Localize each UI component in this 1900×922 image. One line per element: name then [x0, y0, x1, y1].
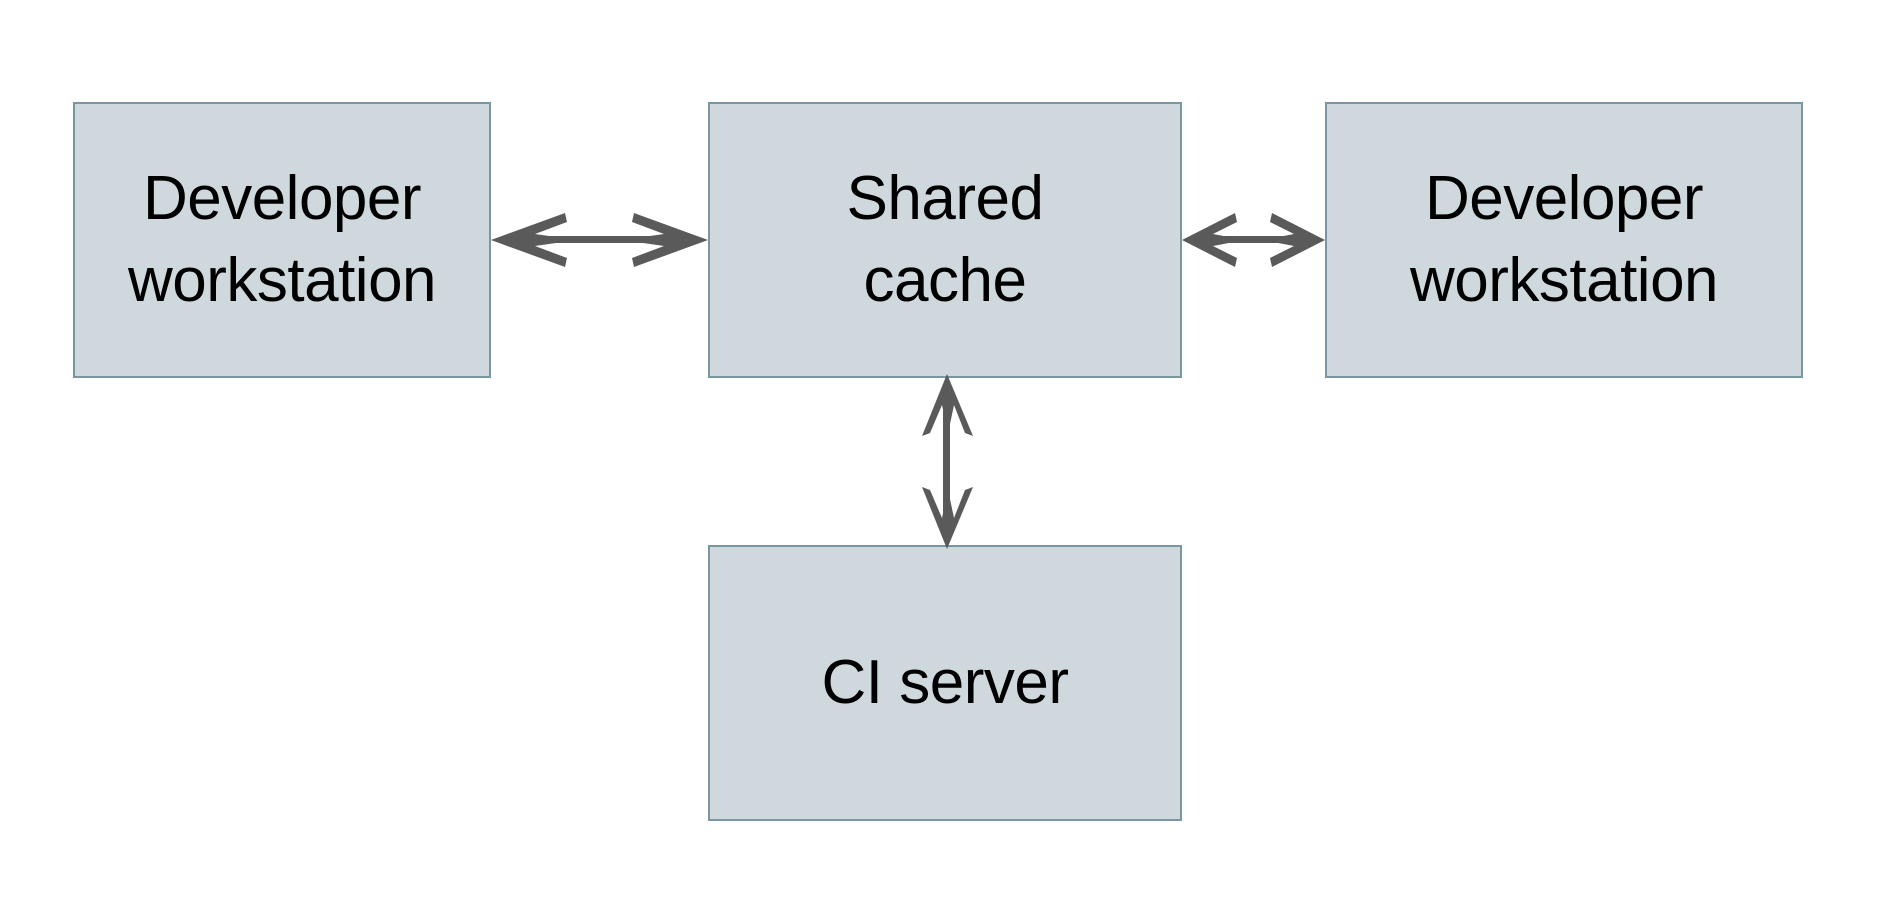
node-developer-workstation-right[interactable]: Developer workstation	[1325, 102, 1803, 378]
edge-dev-left-to-shared-cache	[491, 213, 708, 267]
node-label-developer-workstation-left: Developer workstation	[127, 164, 437, 315]
node-developer-workstation-left[interactable]: Developer workstation	[73, 102, 491, 378]
node-label-developer-workstation-right: Developer workstation	[1409, 164, 1719, 315]
node-ci-server[interactable]: CI server	[708, 545, 1182, 821]
node-label-shared-cache: Shared cache	[846, 164, 1044, 315]
edge-shared-cache-to-ci-server	[922, 374, 973, 549]
node-label-ci-server: CI server	[821, 648, 1069, 718]
node-shared-cache[interactable]: Shared cache	[708, 102, 1182, 378]
edge-shared-cache-to-dev-right	[1182, 213, 1325, 267]
